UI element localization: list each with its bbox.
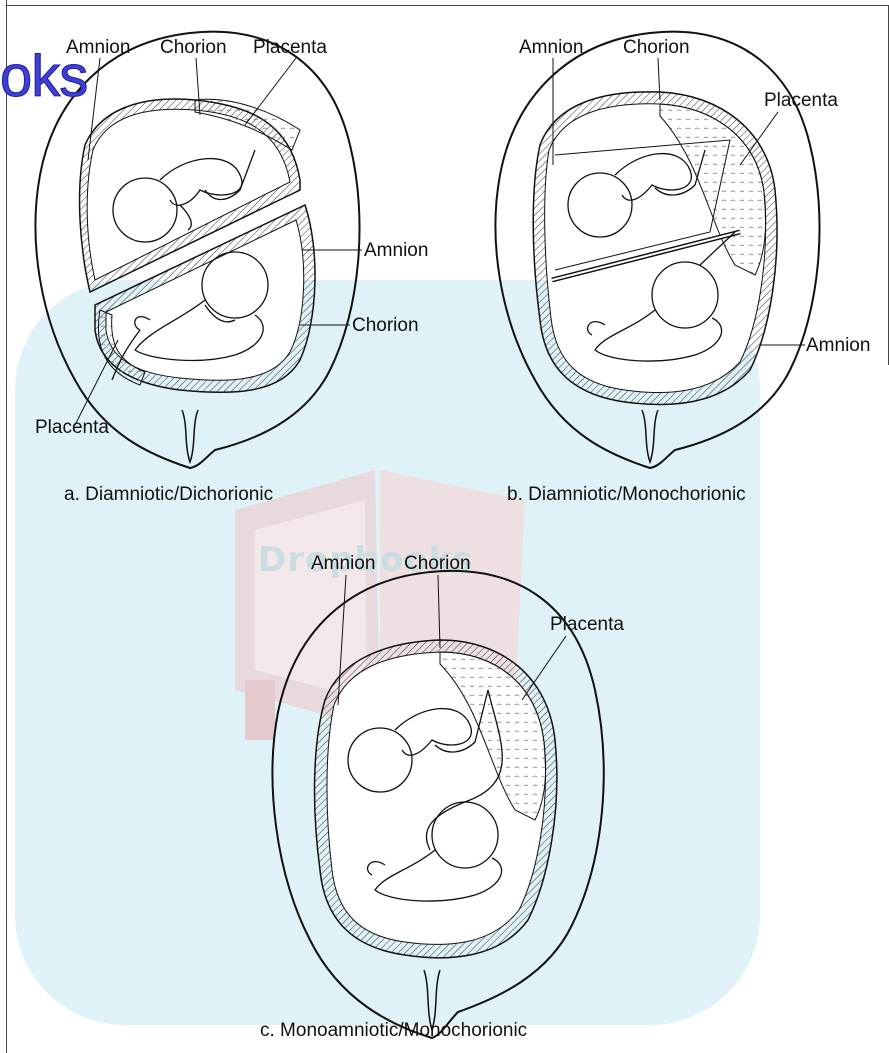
panel-a-label-placenta-top: Placenta	[253, 38, 327, 57]
panel-c-label-placenta: Placenta	[550, 615, 624, 634]
panel-c-diagram	[273, 571, 604, 1038]
panel-b-label-amnion-top: Amnion	[519, 38, 583, 57]
panel-b-cervix	[642, 410, 658, 462]
panel-b-label-placenta: Placenta	[764, 91, 838, 110]
panel-a-label-chorion-right: Chorion	[352, 316, 419, 335]
panel-b-label-chorion-top: Chorion	[623, 38, 690, 57]
panel-c-label-chorion-top: Chorion	[404, 554, 471, 573]
panel-a-label-placenta-bottom: Placenta	[35, 418, 109, 437]
panel-a-label-chorion-top: Chorion	[160, 38, 227, 57]
panel-a-label-amnion-top: Amnion	[66, 38, 130, 57]
panel-a-caption: a. Diamniotic/Dichorionic	[64, 485, 273, 504]
panel-b-label-amnion-right: Amnion	[806, 336, 870, 355]
panel-b-caption: b. Diamniotic/Monochorionic	[507, 485, 746, 504]
panel-a-label-amnion-right: Amnion	[364, 241, 428, 260]
panel-c-caption: c. Monoamniotic/Monochorionic	[260, 1021, 527, 1040]
panel-a-cervix	[182, 410, 198, 462]
panel-c-label-amnion-top: Amnion	[311, 554, 375, 573]
